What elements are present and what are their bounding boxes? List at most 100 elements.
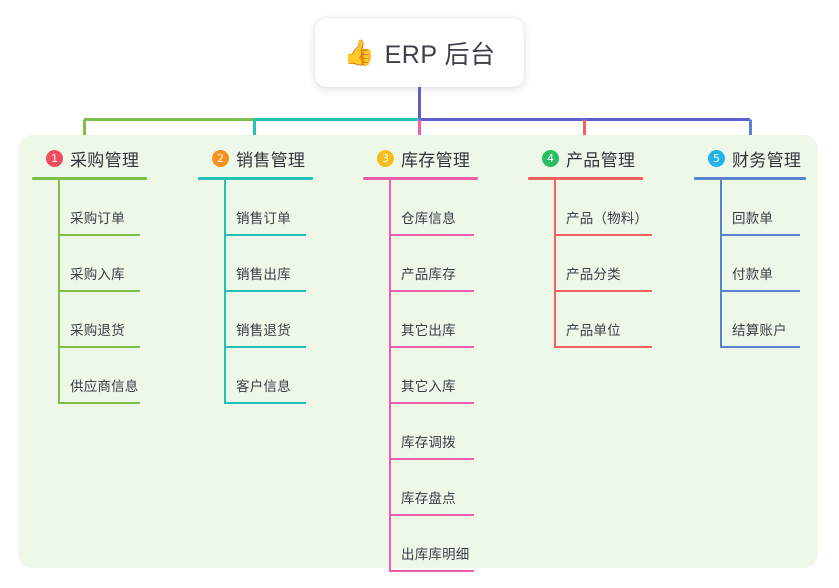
list-item[interactable]: 供应商信息 [32,348,147,404]
column-rule-3 [363,177,478,180]
leaf-rule [224,290,306,292]
leaf-rule [224,402,306,404]
list-item[interactable]: 回款单 [694,180,806,236]
column-rule-1 [32,177,147,180]
list-item[interactable]: 其它入库 [363,348,478,404]
column-header-5[interactable]: 5 财务管理 [694,145,806,171]
trunk-2 [224,180,226,404]
column-badge-1: 1 [46,149,63,167]
column-title-3: 库存管理 [401,150,471,170]
leaf-label: 回款单 [732,211,774,226]
trunk-4 [554,180,556,348]
list-item[interactable]: 销售出库 [198,236,313,292]
column-title-5: 财务管理 [732,150,802,170]
leaf-label: 客户信息 [236,379,291,394]
leaf-label: 其它入库 [401,379,456,394]
leaf-rule [224,234,306,236]
leaf-list-3: 仓库信息产品库存其它出库其它入库库存调拨库存盘点出库库明细 [363,180,478,572]
leaf-label: 出库库明细 [401,547,470,562]
list-item[interactable]: 采购订单 [32,180,147,236]
list-item[interactable]: 客户信息 [198,348,313,404]
list-item[interactable]: 其它出库 [363,292,478,348]
column-财务管理: 5 财务管理回款单付款单结算账户 [694,145,806,348]
column-rule-4 [528,177,643,180]
leaf-label: 结算账户 [732,323,787,338]
list-item[interactable]: 销售退货 [198,292,313,348]
list-item[interactable]: 产品库存 [363,236,478,292]
leaf-rule [720,346,800,348]
leaf-label: 采购订单 [70,211,125,226]
column-badge-3: 3 [377,149,394,167]
leaf-label: 销售订单 [236,211,291,226]
column-采购管理: 1 采购管理采购订单采购入库采购退货供应商信息 [32,145,147,404]
trunk-1 [58,180,60,404]
leaf-label: 销售退货 [236,323,291,338]
column-badge-5: 5 [708,149,725,167]
list-item[interactable]: 产品分类 [528,236,652,292]
list-item[interactable]: 库存调拨 [363,404,478,460]
leaf-list-5: 回款单付款单结算账户 [694,180,806,348]
leaf-list-1: 采购订单采购入库采购退货供应商信息 [32,180,147,404]
leaf-rule [554,290,652,292]
list-item[interactable]: 付款单 [694,236,806,292]
column-title-4: 产品管理 [566,150,636,170]
column-header-4[interactable]: 4 产品管理 [528,145,643,171]
leaf-label: 产品库存 [401,267,456,282]
column-header-2[interactable]: 2 销售管理 [198,145,313,171]
leaf-rule [389,402,474,404]
thumbs-up-icon: 👍 [343,39,375,67]
column-产品管理: 4 产品管理产品（物料） 产品分类产品单位 [528,145,652,348]
list-item[interactable]: 产品单位 [528,292,652,348]
list-item[interactable]: 结算账户 [694,292,806,348]
column-header-1[interactable]: 1 采购管理 [32,145,147,171]
root-title: ERP 后台 [384,40,496,69]
leaf-label: 产品分类 [566,267,621,282]
leaf-rule [720,290,800,292]
leaf-label: 采购退货 [70,323,125,338]
leaf-rule [389,346,474,348]
trunk-3 [389,180,391,572]
leaf-rule [554,346,652,348]
list-item[interactable]: 采购入库 [32,236,147,292]
leaf-rule [554,234,652,236]
leaf-rule [58,346,140,348]
leaf-label: 其它出库 [401,323,456,338]
root-node[interactable]: 👍 ERP 后台 [315,18,524,87]
column-rule-5 [694,177,806,180]
leaf-rule [389,514,474,516]
list-item[interactable]: 产品（物料） [528,180,652,236]
leaf-label: 库存盘点 [401,491,456,506]
leaf-label: 产品单位 [566,323,621,338]
column-title-2: 销售管理 [236,150,306,170]
leaf-label: 仓库信息 [401,211,456,226]
list-item[interactable]: 出库库明细 [363,516,478,572]
leaf-rule [224,346,306,348]
leaf-rule [58,290,140,292]
leaf-rule [389,458,474,460]
leaf-label: 付款单 [732,267,774,282]
column-title-1: 采购管理 [70,150,140,170]
leaf-label: 采购入库 [70,267,125,282]
leaf-rule [720,234,800,236]
list-item[interactable]: 采购退货 [32,292,147,348]
leaf-list-4: 产品（物料） 产品分类产品单位 [528,180,652,348]
column-badge-2: 2 [212,149,229,167]
leaf-rule [58,402,140,404]
list-item[interactable]: 销售订单 [198,180,313,236]
list-item[interactable]: 库存盘点 [363,460,478,516]
column-badge-4: 4 [542,149,559,167]
list-item[interactable]: 仓库信息 [363,180,478,236]
leaf-rule [58,234,140,236]
leaf-list-2: 销售订单销售出库销售退货客户信息 [198,180,313,404]
column-rule-2 [198,177,313,180]
leaf-label: 库存调拨 [401,435,456,450]
column-header-3[interactable]: 3 库存管理 [363,145,478,171]
column-销售管理: 2 销售管理销售订单销售出库销售退货客户信息 [198,145,313,404]
leaf-rule [389,234,474,236]
leaf-label: 产品（物料） [566,211,649,226]
leaf-rule [389,570,474,572]
column-库存管理: 3 库存管理仓库信息产品库存其它出库其它入库库存调拨库存盘点出库库明细 [363,145,478,572]
leaf-label: 供应商信息 [70,379,139,394]
leaf-label: 销售出库 [236,267,291,282]
